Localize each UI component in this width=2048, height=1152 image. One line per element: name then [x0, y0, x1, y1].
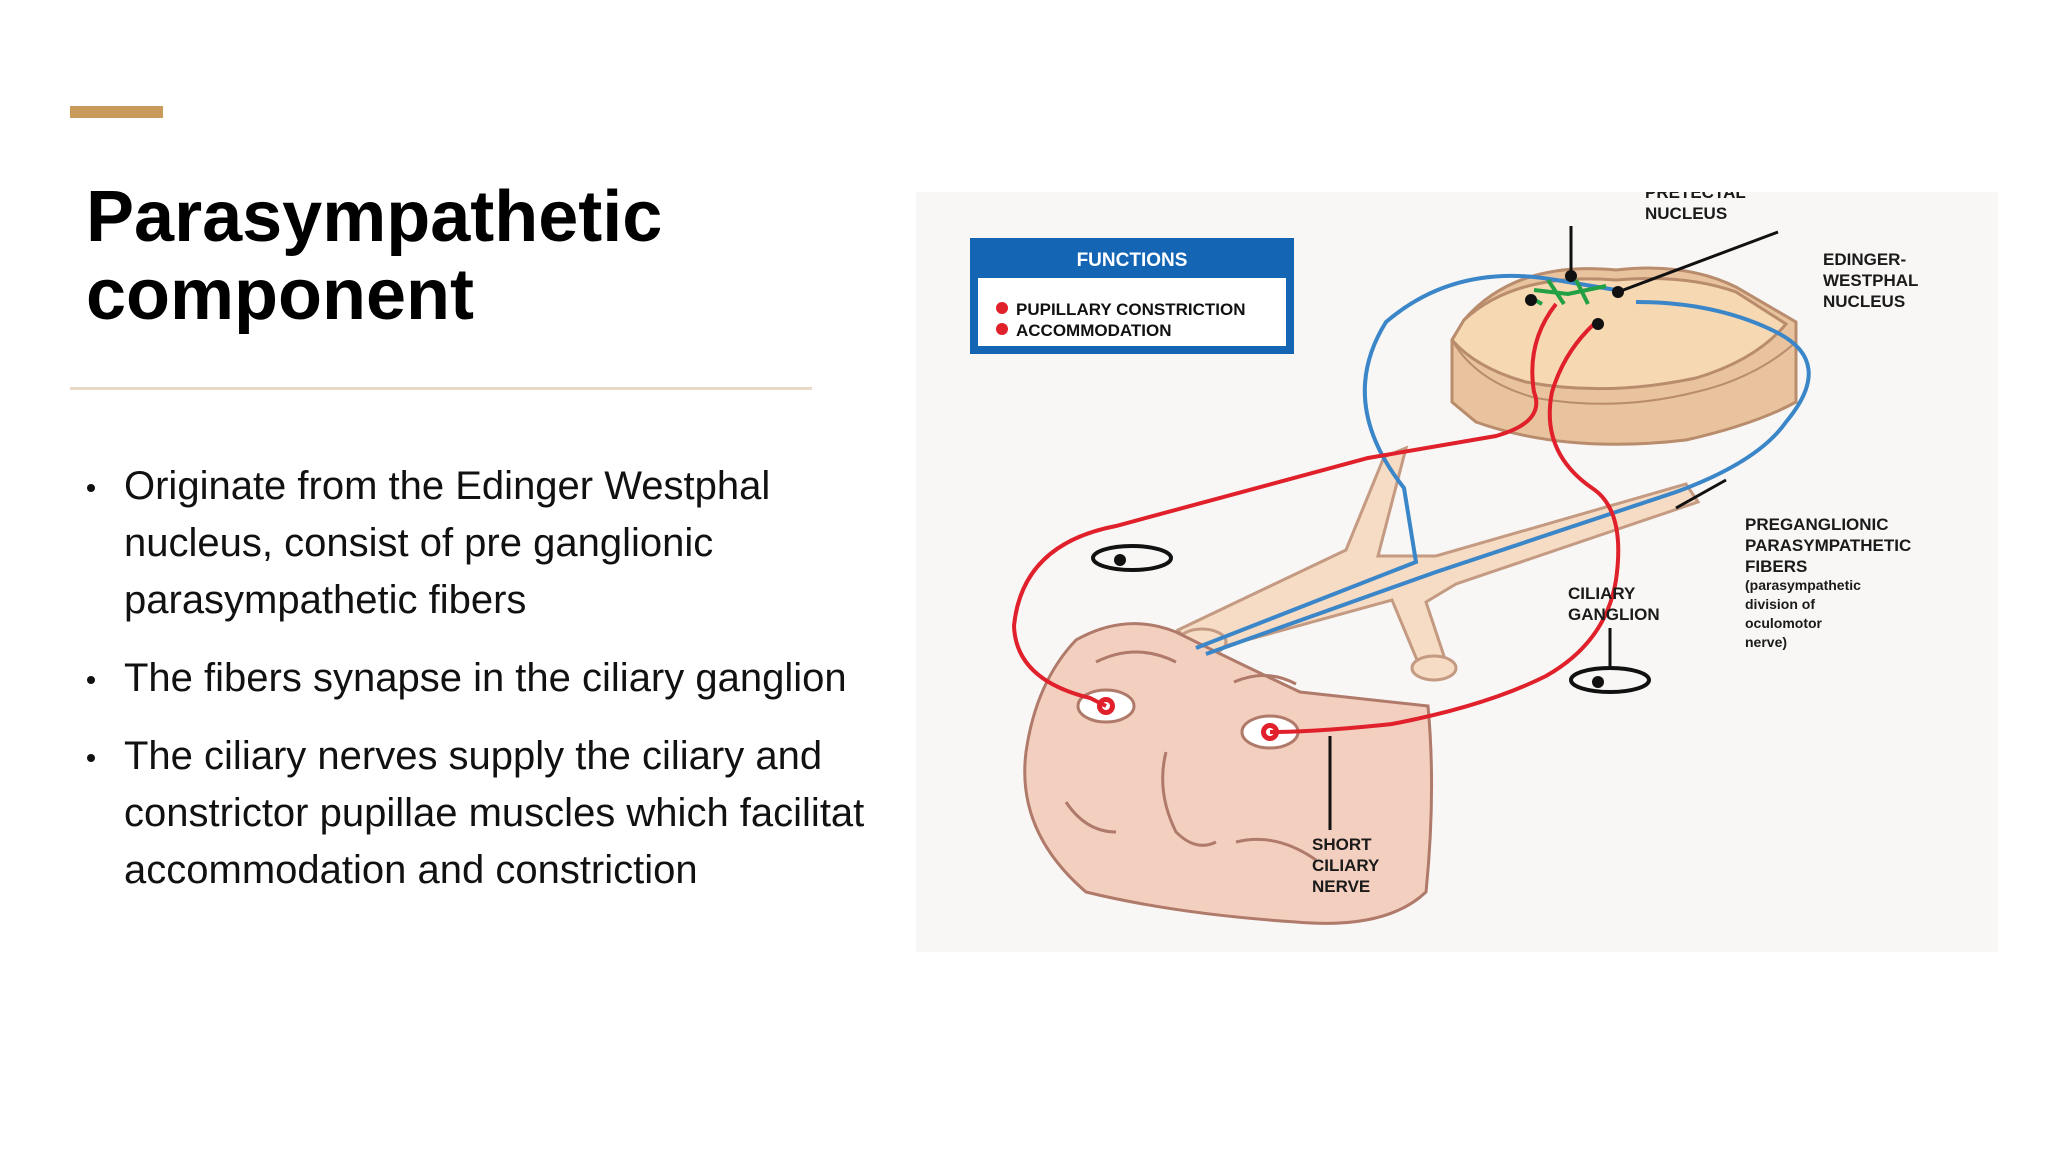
pretectal-fibers	[1195, 273, 1811, 656]
functions-title: FUNCTIONS	[1077, 250, 1188, 271]
pupillary-reflex-diagram: FUNCTIONS PUPILLARY CONSTRICTION ACCOMMO…	[916, 192, 1998, 952]
preganglionic-label-2: PARASYMPATHETIC	[1745, 536, 1911, 555]
pretectal-label-2: NUCLEUS	[1645, 204, 1727, 223]
bullet-line: The ciliary nerves supply the ciliary an…	[124, 734, 823, 778]
bullet-line: constrictor pupillae muscles which facil…	[124, 791, 865, 835]
ciliary-ganglion-left	[1091, 544, 1173, 572]
edinger-label-1: EDINGER-	[1823, 250, 1906, 269]
bullet-dot	[996, 323, 1008, 335]
bullet-line: accommodation and constriction	[124, 848, 698, 892]
function-item-2: ACCOMMODATION	[1016, 321, 1172, 340]
preganglionic-label-3: FIBERS	[1745, 557, 1807, 576]
function-item-1: PUPILLARY CONSTRICTION	[1016, 300, 1246, 319]
midbrain-section	[1450, 266, 1798, 446]
edinger-label-3: NUCLEUS	[1823, 292, 1905, 311]
edinger-label-2: WESTPHAL	[1823, 271, 1918, 290]
parasympathetic-fibers	[1011, 302, 1621, 734]
short-ciliary-label-1: SHORT	[1312, 835, 1372, 854]
ganglion-label-1: CILIARY	[1568, 584, 1636, 603]
bullet-line: nucleus, consist of pre ganglionic	[124, 521, 714, 565]
nucleus-dot	[1592, 318, 1604, 330]
preganglionic-note-4: nerve)	[1745, 634, 1787, 650]
bullet-item: The ciliary nerves supply the ciliary an…	[84, 728, 914, 899]
preganglionic-note-2: division of	[1745, 596, 1815, 612]
slide-title: Parasympathetic component	[86, 178, 662, 334]
pretectal-label-1: PRETECTAL	[1645, 192, 1746, 202]
short-ciliary-label-3: NERVE	[1312, 877, 1370, 896]
short-ciliary-label-2: CILIARY	[1312, 856, 1380, 875]
title-line-1: Parasympathetic	[86, 177, 663, 257]
face-illustration	[1023, 622, 1434, 925]
bullet-line: parasympathetic fibers	[124, 578, 527, 622]
leader-lines	[1328, 226, 1779, 830]
bullet-line: Originate from the Edinger Westphal	[124, 464, 771, 508]
title-divider	[70, 387, 812, 390]
preganglionic-note-1: (parasympathetic	[1745, 577, 1861, 593]
bullet-line: The fibers synapse in the ciliary gangli…	[124, 656, 847, 700]
ganglion-label-2: GANGLION	[1568, 605, 1660, 624]
bullet-dot	[996, 302, 1008, 314]
bullet-item: Originate from the Edinger Westphal nucl…	[84, 458, 914, 629]
preganglionic-label-1: PREGANGLIONIC	[1745, 515, 1889, 534]
nucleus-dot	[1525, 294, 1537, 306]
bullet-list: Originate from the Edinger Westphal nucl…	[84, 458, 914, 920]
accent-bar	[70, 106, 163, 118]
title-line-2: component	[86, 255, 474, 335]
bullet-item: The fibers synapse in the ciliary gangli…	[84, 650, 914, 707]
preganglionic-note-3: oculomotor	[1745, 615, 1823, 631]
functions-box: FUNCTIONS PUPILLARY CONSTRICTION ACCOMMO…	[970, 238, 1294, 354]
